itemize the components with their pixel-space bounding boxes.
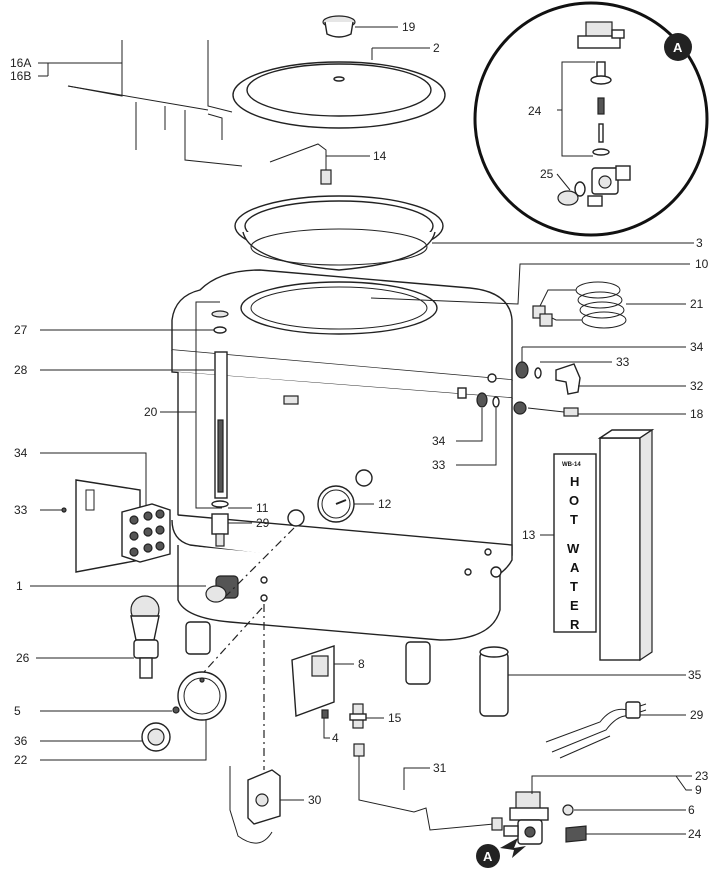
terminal-block [75, 479, 171, 573]
tube-14 [269, 143, 332, 185]
valve-body-detail [557, 165, 631, 207]
callout-7a: 23 [695, 769, 709, 783]
callout-14: 14 [373, 149, 387, 163]
tank-body [171, 269, 513, 641]
callout-29b: 5 [14, 704, 21, 718]
callout-5: 8 [358, 657, 365, 671]
lid-knob [322, 15, 356, 38]
inlet-tube [353, 743, 503, 831]
callout-1: 1 [16, 579, 23, 593]
detail-marker-bottom [476, 844, 500, 868]
callout-17: 30 [308, 793, 322, 807]
callout-18: 18 [690, 407, 704, 421]
callout-27: 27 [14, 323, 28, 337]
callout-23: 22 [14, 753, 28, 767]
callout-26: 11 [256, 501, 269, 515]
callout-13: 26 [16, 651, 30, 665]
callout-25: 25 [540, 167, 554, 181]
coil-21 [532, 281, 627, 329]
callout-11: 12 [378, 497, 392, 511]
sign-letter-4: W [567, 541, 580, 556]
heating-elements [67, 40, 243, 167]
callout-33a: 33 [616, 355, 630, 369]
callout-10: 10 [695, 257, 709, 271]
side-fittings [476, 361, 581, 417]
sign-letter-3: T [570, 512, 579, 527]
callout-6: 24 [688, 827, 702, 841]
callout-34a: 34 [690, 340, 704, 354]
callout-16b: 16B [10, 69, 31, 83]
detail-marker-top-label: A [673, 40, 683, 55]
callout-16a: 16A [10, 56, 31, 70]
callout-12: 34 [14, 446, 28, 460]
sign-letter-7: E [570, 598, 580, 613]
solenoid-valve [503, 791, 587, 845]
basket-3 [234, 195, 444, 271]
callout-21: 21 [690, 297, 704, 311]
feet [185, 621, 509, 717]
callout-2: 2 [433, 41, 440, 55]
faucet-fitting [205, 509, 305, 603]
callout-33b: 33 [432, 458, 446, 472]
power-cord [545, 701, 647, 759]
callout-28: 28 [14, 363, 28, 377]
detail-a-circle [473, 1, 709, 237]
thermostat-unit [229, 766, 281, 844]
solenoid-coil-detail [577, 21, 625, 49]
callout-35: 13 [522, 528, 536, 542]
callout-15: 35 [688, 668, 702, 682]
callout-3: 3 [696, 236, 703, 250]
hot-water-sign: WB-14 H O T W A T E R [553, 428, 655, 662]
sign-badge: WB-14 [562, 462, 581, 468]
callout-32: 32 [690, 379, 704, 393]
callout-8: 29 [256, 516, 270, 530]
callout-31: 4 [332, 731, 339, 745]
detail-marker-top [664, 33, 692, 61]
fitting-36 [349, 703, 367, 729]
plunger-assembly-detail [590, 61, 612, 156]
thermostat-dial [141, 671, 227, 752]
sign-letter-1: H [570, 474, 580, 489]
callout-7b: 9 [695, 783, 702, 797]
callout-20: 20 [144, 405, 158, 419]
gauge-glass [211, 310, 229, 547]
callout-24: 24 [528, 104, 542, 118]
callout-22: 36 [14, 734, 28, 748]
callout-36: 15 [388, 711, 402, 725]
control-board [291, 645, 335, 719]
callout-30: 6 [688, 803, 695, 817]
callout-19: 19 [402, 20, 416, 34]
sign-letter-5: A [570, 560, 580, 575]
lid [232, 61, 446, 129]
callout-34b: 34 [432, 434, 446, 448]
callout-29a: 33 [14, 503, 28, 517]
faucet-handle [130, 595, 160, 679]
sign-letter-6: T [570, 579, 579, 594]
callout-9: 31 [433, 761, 447, 775]
detail-marker-bottom-label: A [483, 849, 493, 864]
detail-a-group: 24 25 A [473, 1, 709, 237]
sign-letter-8: R [570, 617, 580, 632]
callout-4: 29 [690, 708, 704, 722]
sign-letter-2: O [569, 493, 580, 508]
